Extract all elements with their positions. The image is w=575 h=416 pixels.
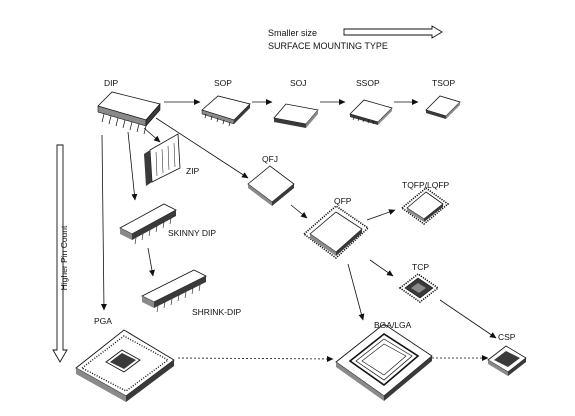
ssop-chip: [349, 99, 393, 125]
qfp-chip: [302, 204, 370, 260]
label-ssop: SSOP: [356, 78, 380, 88]
label-dip: DIP: [104, 78, 119, 88]
zip-chip: [144, 133, 181, 186]
label-skinny-dip: SKINNY DIP: [168, 228, 216, 238]
arrow-skinny-shrink: [147, 247, 155, 277]
dip-chip: [97, 91, 161, 135]
label-qfp: QFP: [334, 196, 352, 206]
header-smaller-size: Smaller size: [268, 28, 317, 38]
pga-chip: [75, 329, 175, 402]
shrink-dip-chip: [141, 269, 207, 313]
arrow-qfp-tqfp: [366, 209, 396, 221]
qfj-chip: [247, 165, 295, 206]
connectors: [100, 99, 497, 362]
higher-pin-count-label: Higher Pin Count: [59, 225, 69, 290]
arrow-tcp-csp: [439, 299, 497, 339]
label-csp: CSP: [498, 332, 516, 342]
tqfp-chip: [400, 186, 450, 226]
csp-chip: [487, 345, 527, 376]
label-zip: ZIP: [186, 166, 200, 176]
label-tsop: TSOP: [432, 78, 455, 88]
bga-lga-chip: [335, 323, 433, 401]
arrow-dip-zip: [143, 127, 161, 143]
arrow-pga-bga: [177, 355, 334, 362]
tsop-chip: [425, 95, 461, 119]
arrow-dip-pga: [100, 134, 107, 311]
label-bga-lga: BGA/LGA: [374, 320, 412, 330]
arrow-qfp-bga: [347, 263, 365, 321]
header-surface-mounting: SURFACE MOUNTING TYPE: [268, 41, 388, 51]
label-pga: PGA: [94, 316, 112, 326]
label-sop: SOP: [214, 78, 232, 88]
skinny-dip-chip: [119, 203, 177, 245]
arrow-qfj-qfp: [290, 204, 308, 219]
header-hollow-arrow-icon: [343, 25, 443, 39]
arrow-dip-skinny: [127, 131, 138, 201]
arrow-qfp-tcp: [369, 259, 394, 277]
sop-chip: [201, 95, 251, 127]
higher-pin-count-arrow-icon: [52, 144, 68, 363]
label-tqfp-lqfp: TQFP/LQFP: [402, 180, 450, 190]
soj-chip: [273, 103, 319, 128]
label-shrink-dip: SHRINK-DIP: [192, 307, 241, 317]
label-soj: SOJ: [290, 78, 307, 88]
label-tcp: TCP: [412, 262, 429, 272]
arrow-dip-qfj: [155, 117, 249, 179]
tcp-chip: [398, 273, 440, 303]
label-qfj: QFJ: [262, 154, 278, 164]
